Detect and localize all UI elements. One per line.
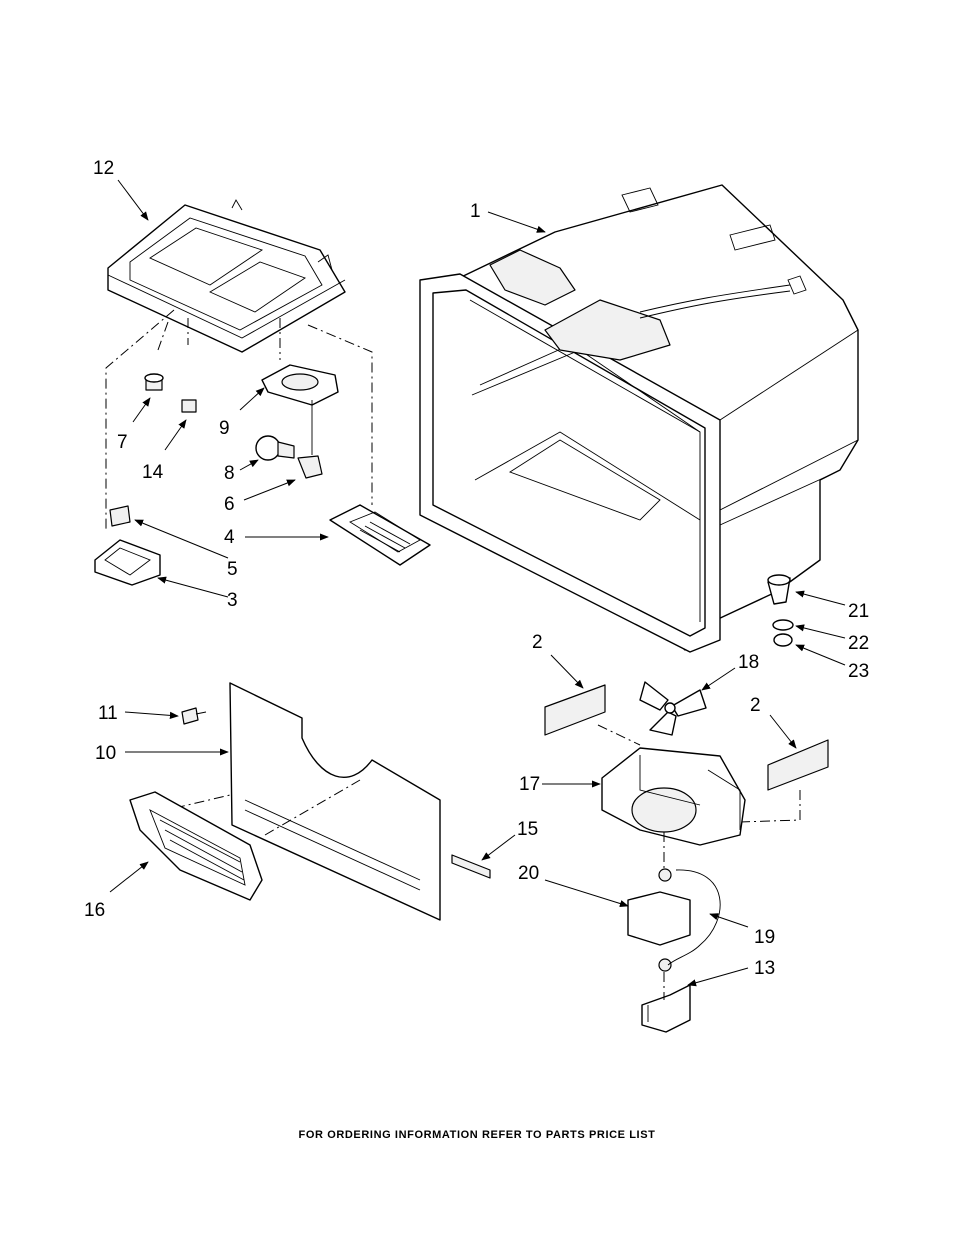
base-plate-part	[94, 539, 161, 586]
callout-17: 17	[519, 774, 540, 795]
callout-10: 10	[95, 743, 116, 764]
callout-7: 7	[117, 432, 128, 453]
control-housing-part	[107, 199, 346, 353]
callout-2-left: 2	[532, 632, 543, 653]
light-socket-part	[297, 400, 323, 479]
rear-panel-part	[229, 682, 441, 921]
callout-19: 19	[754, 927, 775, 948]
foam-block-part	[544, 684, 829, 791]
fan-motor-part	[627, 868, 691, 972]
callout-12: 12	[93, 158, 114, 179]
callout-14: 14	[142, 462, 164, 483]
callout-2-right: 2	[750, 695, 761, 716]
callout-23: 23	[848, 661, 869, 682]
foam-strip-part	[451, 854, 491, 879]
light-lens-part	[261, 364, 339, 406]
callout-5: 5	[227, 559, 238, 580]
callout-15: 15	[517, 819, 538, 840]
callout-16: 16	[84, 900, 105, 921]
light-cover-part	[329, 504, 431, 566]
damper-switch-part	[109, 505, 131, 527]
screw-part	[181, 707, 207, 725]
callout-22: 22	[848, 633, 869, 654]
motor-bracket-part	[641, 984, 691, 1033]
fan-housing-part	[601, 747, 746, 846]
callout-8: 8	[224, 463, 235, 484]
callout-6: 6	[224, 494, 235, 515]
callout-11: 11	[98, 703, 118, 724]
callout-18: 18	[738, 652, 759, 673]
switch-part	[181, 399, 197, 413]
callout-13: 13	[754, 958, 775, 979]
air-grille-part	[129, 791, 263, 901]
callout-20: 20	[518, 863, 539, 884]
drain-funnel-part	[767, 574, 794, 647]
freezer-liner-part	[419, 184, 859, 653]
fan-blade-part	[639, 681, 707, 736]
light-bulb-part	[255, 435, 295, 461]
ordering-info-footer: FOR ORDERING INFORMATION REFER TO PARTS …	[298, 1129, 656, 1141]
callout-1: 1	[470, 201, 481, 222]
callout-3: 3	[227, 590, 238, 611]
callout-9: 9	[219, 418, 230, 439]
button-part	[144, 373, 164, 391]
callout-4: 4	[224, 527, 235, 548]
callout-21: 21	[848, 601, 869, 622]
